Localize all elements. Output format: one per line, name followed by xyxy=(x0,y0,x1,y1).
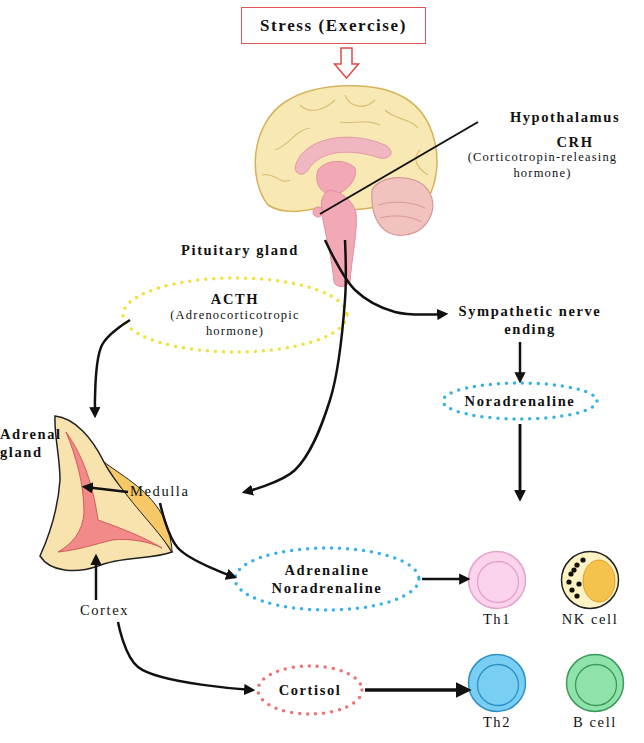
gland-part: Cortex xyxy=(78,600,144,622)
node-text: Medulla xyxy=(130,482,242,500)
cell-granule xyxy=(574,562,579,567)
immune-cell: Th1 xyxy=(467,550,527,610)
node-text: ACTH xyxy=(211,290,259,308)
brain-gyrus xyxy=(300,100,335,110)
cerebellum-fold xyxy=(380,216,422,222)
arrow-connector xyxy=(85,487,128,492)
arrow-connector xyxy=(519,424,522,498)
cell-granule xyxy=(566,579,571,584)
immune-cell: NK cell xyxy=(560,550,620,610)
dotted-ellipse xyxy=(443,383,597,419)
hormone-cloud: Noradrenaline xyxy=(440,380,600,422)
arrow-connector xyxy=(519,424,522,498)
cerebellum-fold xyxy=(378,202,425,208)
node-text: B cell xyxy=(545,713,644,731)
arrow-connector xyxy=(95,557,98,600)
cell-symbol xyxy=(560,550,620,610)
stress-arrow xyxy=(335,48,359,78)
hormone-cloud: Cortisol xyxy=(255,663,365,717)
cell-membrane xyxy=(567,655,624,712)
dotted-ellipse xyxy=(235,548,419,610)
stress-box: Stress (Exercise) xyxy=(241,7,426,44)
cerebellum xyxy=(372,178,433,236)
cell-granule xyxy=(574,593,579,598)
brain-gyrus xyxy=(275,128,310,150)
node-text: (Adrenocorticotropic hormone) xyxy=(148,308,323,339)
leader-line xyxy=(320,122,478,214)
hormone-cloud: Adrenaline Noradrenaline xyxy=(232,545,422,613)
brainstem xyxy=(321,190,356,287)
cell-symbol xyxy=(467,653,527,713)
brain-gyrus xyxy=(340,122,380,125)
thalamus xyxy=(317,161,356,195)
cell-nucleus xyxy=(478,665,519,706)
node-text: Cortisol xyxy=(279,681,342,699)
arrow-connector xyxy=(245,240,346,492)
brain-gyrus xyxy=(345,95,375,106)
brain-gyrus xyxy=(385,110,418,128)
node-text: Cortex xyxy=(80,601,150,619)
cell-membrane xyxy=(469,552,526,609)
cell-nucleus xyxy=(576,665,617,706)
cell-symbol xyxy=(565,653,625,713)
node-text: Th1 xyxy=(447,610,547,628)
node-text: Hypothalamus xyxy=(480,108,644,126)
node-text: NK cell xyxy=(540,610,640,628)
cell-nucleus xyxy=(583,560,615,602)
immune-cell: B cell xyxy=(565,653,625,713)
arrow-connector xyxy=(325,240,445,315)
cell-membrane xyxy=(562,552,619,609)
cell-granule xyxy=(569,587,574,592)
cell-granule xyxy=(580,557,585,562)
node-text: Noradrenaline xyxy=(465,392,576,410)
cell-symbol xyxy=(467,550,527,610)
ellipse-outline xyxy=(232,545,422,613)
cell-membrane xyxy=(469,655,526,712)
dotted-ellipse xyxy=(258,666,362,714)
node-text: Stress (Exercise) xyxy=(260,15,407,36)
nerve-label: Sympathetic nerve ending xyxy=(445,298,615,342)
arrow-connector xyxy=(519,342,522,380)
cell-nucleus xyxy=(478,562,519,603)
node-text: Adrenaline Noradrenaline xyxy=(257,561,397,597)
hormone-cloud: ACTH(Adrenocorticotropic hormone) xyxy=(120,275,350,355)
arrow-connector xyxy=(422,578,467,581)
node-text: Adrenal gland xyxy=(0,425,72,461)
arrow-connector xyxy=(95,320,130,415)
node-text: Th2 xyxy=(447,713,547,731)
node-text: CRH xyxy=(490,133,644,151)
arrow-connector xyxy=(160,503,234,577)
cell-granule xyxy=(576,581,581,586)
part-label: Pituitary gland xyxy=(160,241,320,259)
node-text: (Corticotropin-releasing hormone) xyxy=(445,150,640,181)
node-text: Sympathetic nerve ending xyxy=(455,302,605,338)
brain-gyrus xyxy=(262,175,290,182)
immune-cell: Th2 xyxy=(467,653,527,713)
arrow-connector xyxy=(118,622,252,690)
cell-granule xyxy=(571,567,576,572)
gland-part: Medulla xyxy=(128,481,245,503)
dotted-ellipse xyxy=(123,278,347,352)
arrow-connector xyxy=(365,688,467,692)
brain-region: HypothalamusCRH(Corticotropin-releasing … xyxy=(255,80,425,240)
